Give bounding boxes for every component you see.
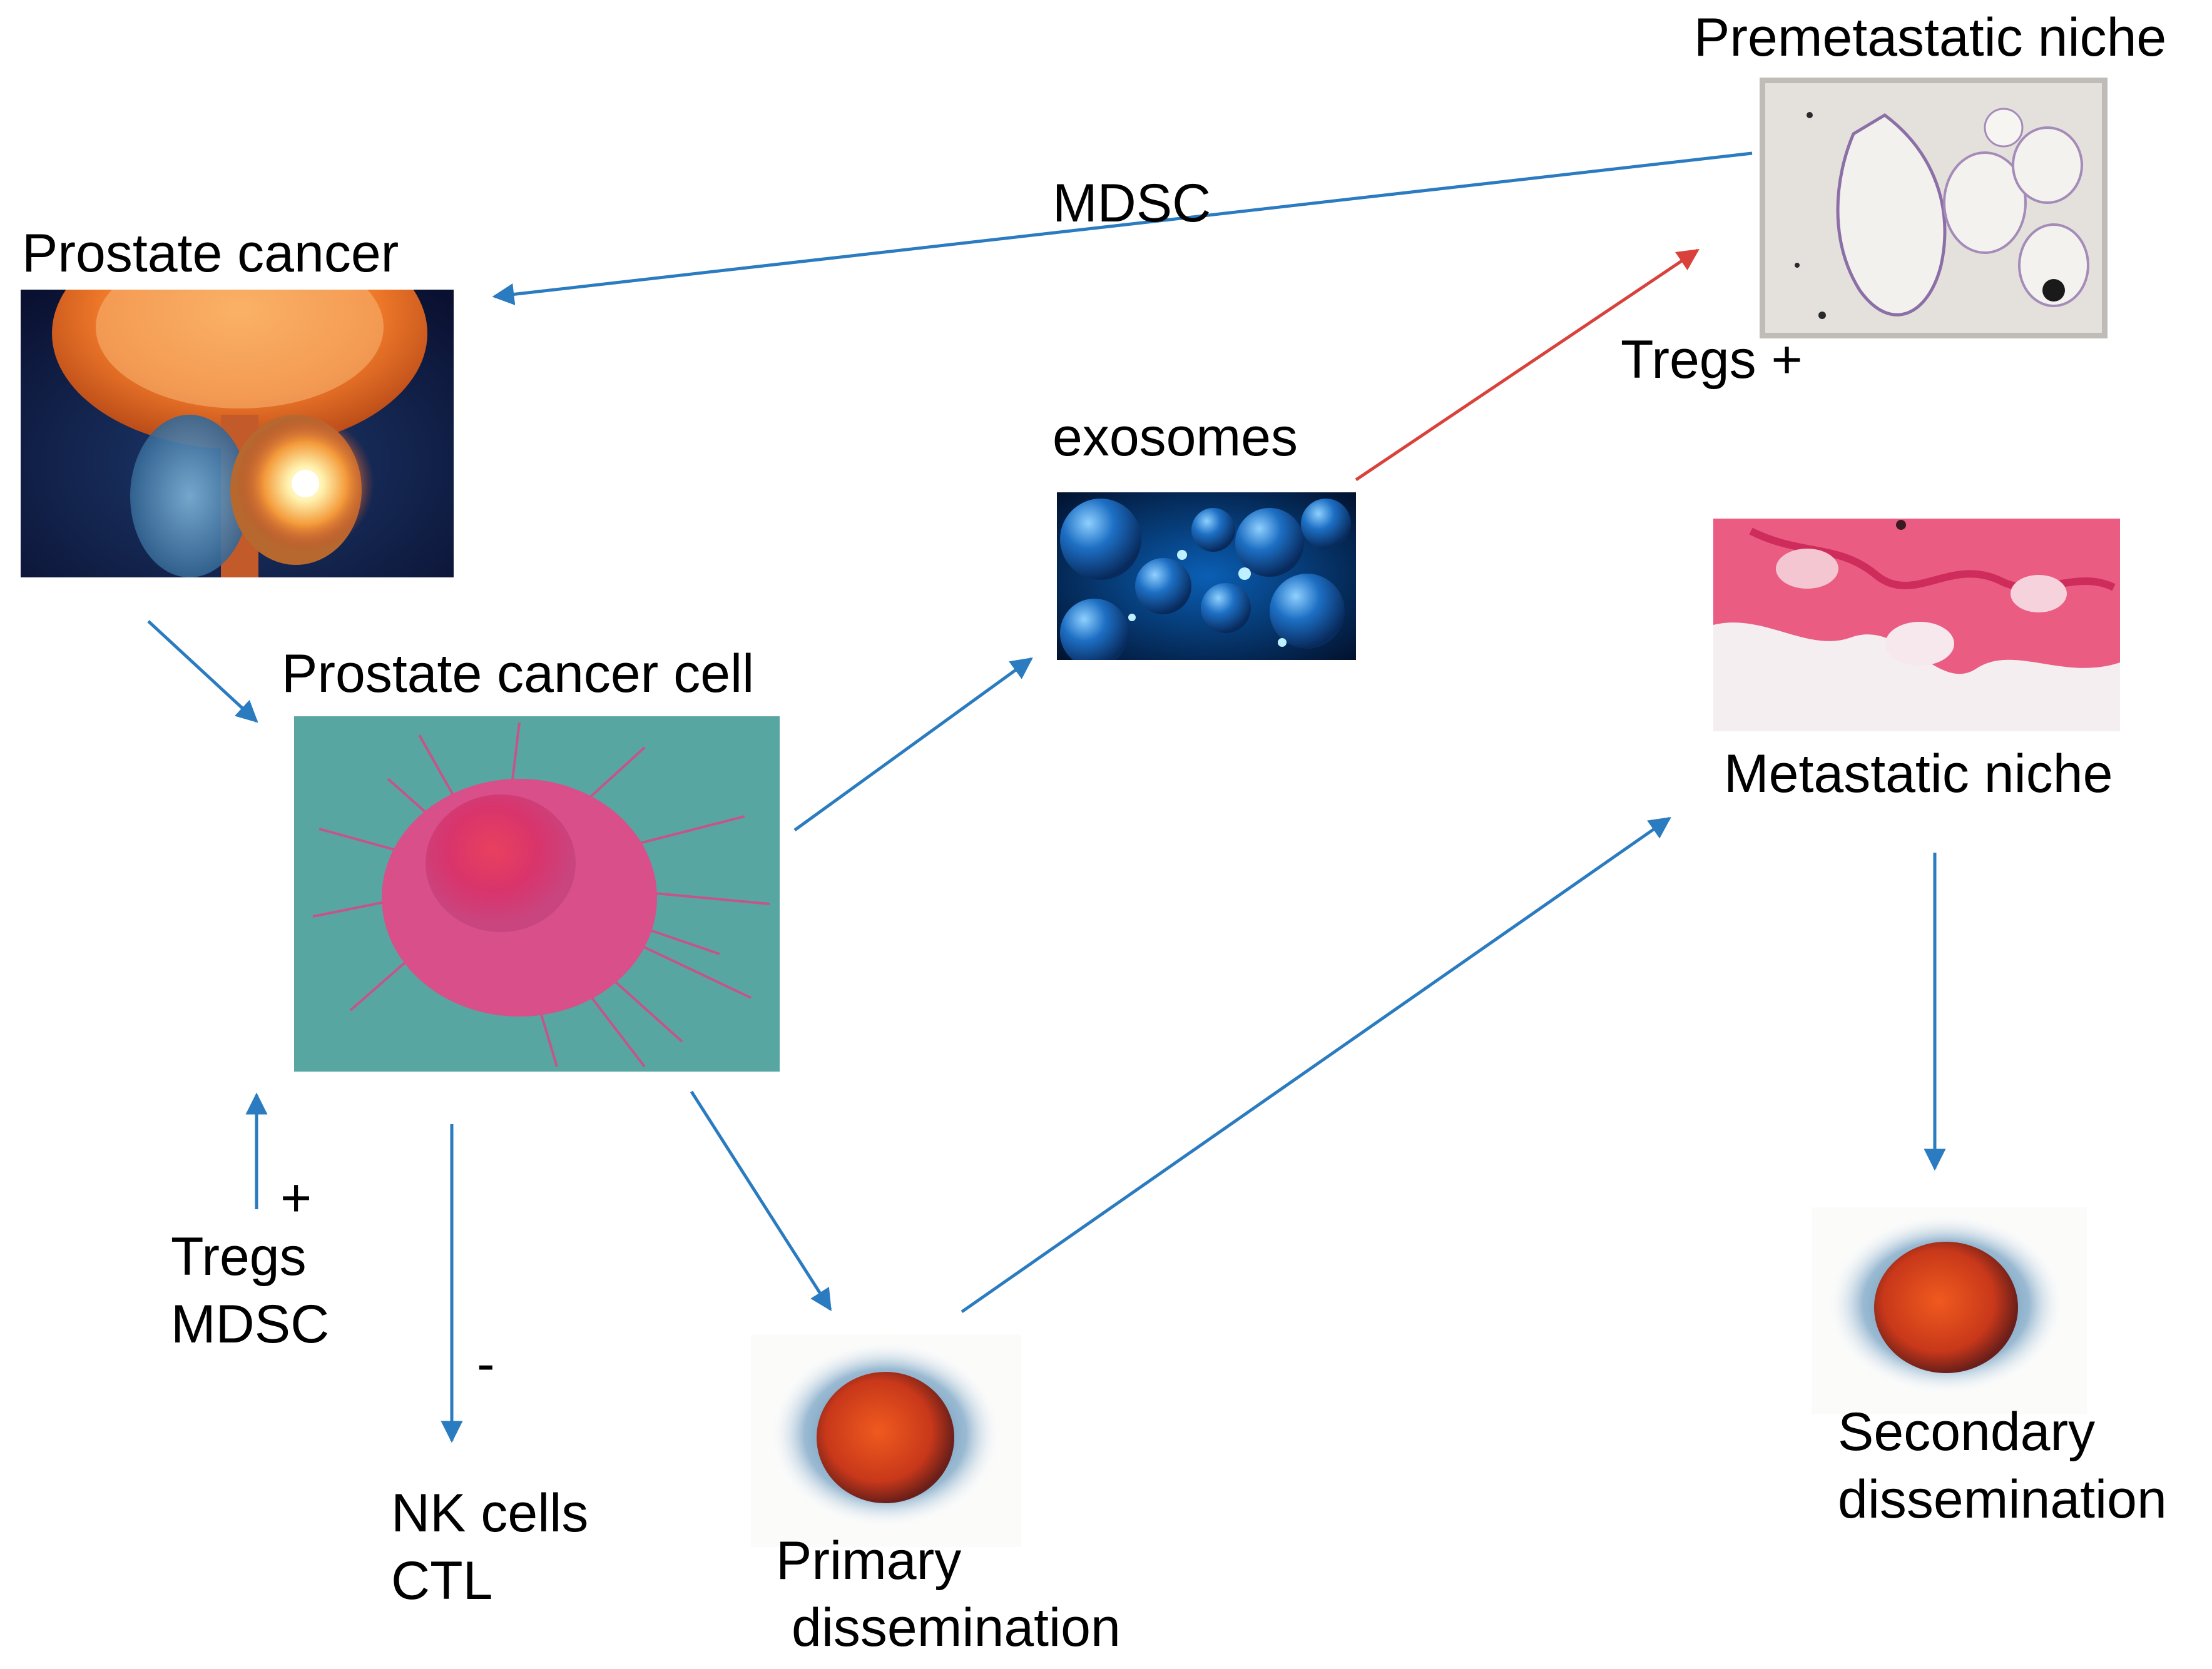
prostate-cancer-label: Prostate cancer xyxy=(22,223,399,283)
minus-sign: - xyxy=(477,1334,495,1394)
metastatic-niche-image xyxy=(1713,519,2120,731)
primary-dissemination-image xyxy=(751,1334,1021,1547)
mdsc-bottom-label: MDSC xyxy=(171,1294,330,1354)
secondary-dissemination-label-line1: Secondary xyxy=(1838,1402,2096,1462)
arrow-cell-to-exosomes xyxy=(793,657,1033,832)
arrow-premetastatic-to-prostate-cancer xyxy=(492,151,1753,305)
tregs-label: Tregs xyxy=(171,1227,307,1287)
exosomes-label: exosomes xyxy=(1052,407,1298,467)
tregs-plus-label: Tregs + xyxy=(1621,330,1803,390)
secondary-dissemination-image xyxy=(1812,1207,2087,1414)
premetastatic-niche-label: Premetastatic niche xyxy=(1694,8,2167,68)
plus-sign: + xyxy=(280,1168,312,1228)
nk-cells-label: NK cells xyxy=(391,1483,589,1543)
arrow-cell-to-primary xyxy=(690,1090,832,1311)
secondary-dissemination-label-line2: dissemination xyxy=(1838,1469,2167,1529)
prostate-cancer-cell-image xyxy=(294,716,780,1072)
arrow-primary-to-metastatic xyxy=(961,816,1671,1314)
premetastatic-niche-image xyxy=(1760,78,2108,338)
ctl-label: CTL xyxy=(391,1551,493,1611)
prostate-cancer-cell-label: Prostate cancer cell xyxy=(282,644,755,704)
exosomes-image xyxy=(1057,492,1356,660)
prostate-cancer-image xyxy=(21,290,454,577)
arrow-prostate-cancer-to-cell xyxy=(147,620,258,723)
metastatic-niche-label: Metastatic niche xyxy=(1724,744,2113,804)
primary-dissemination-label-line1: Primary xyxy=(776,1531,962,1591)
mdsc-top-label: MDSC xyxy=(1052,173,1211,233)
arrow-exosomes-to-premetastatic xyxy=(1355,248,1700,482)
primary-dissemination-label-line2: dissemination xyxy=(792,1598,1121,1658)
